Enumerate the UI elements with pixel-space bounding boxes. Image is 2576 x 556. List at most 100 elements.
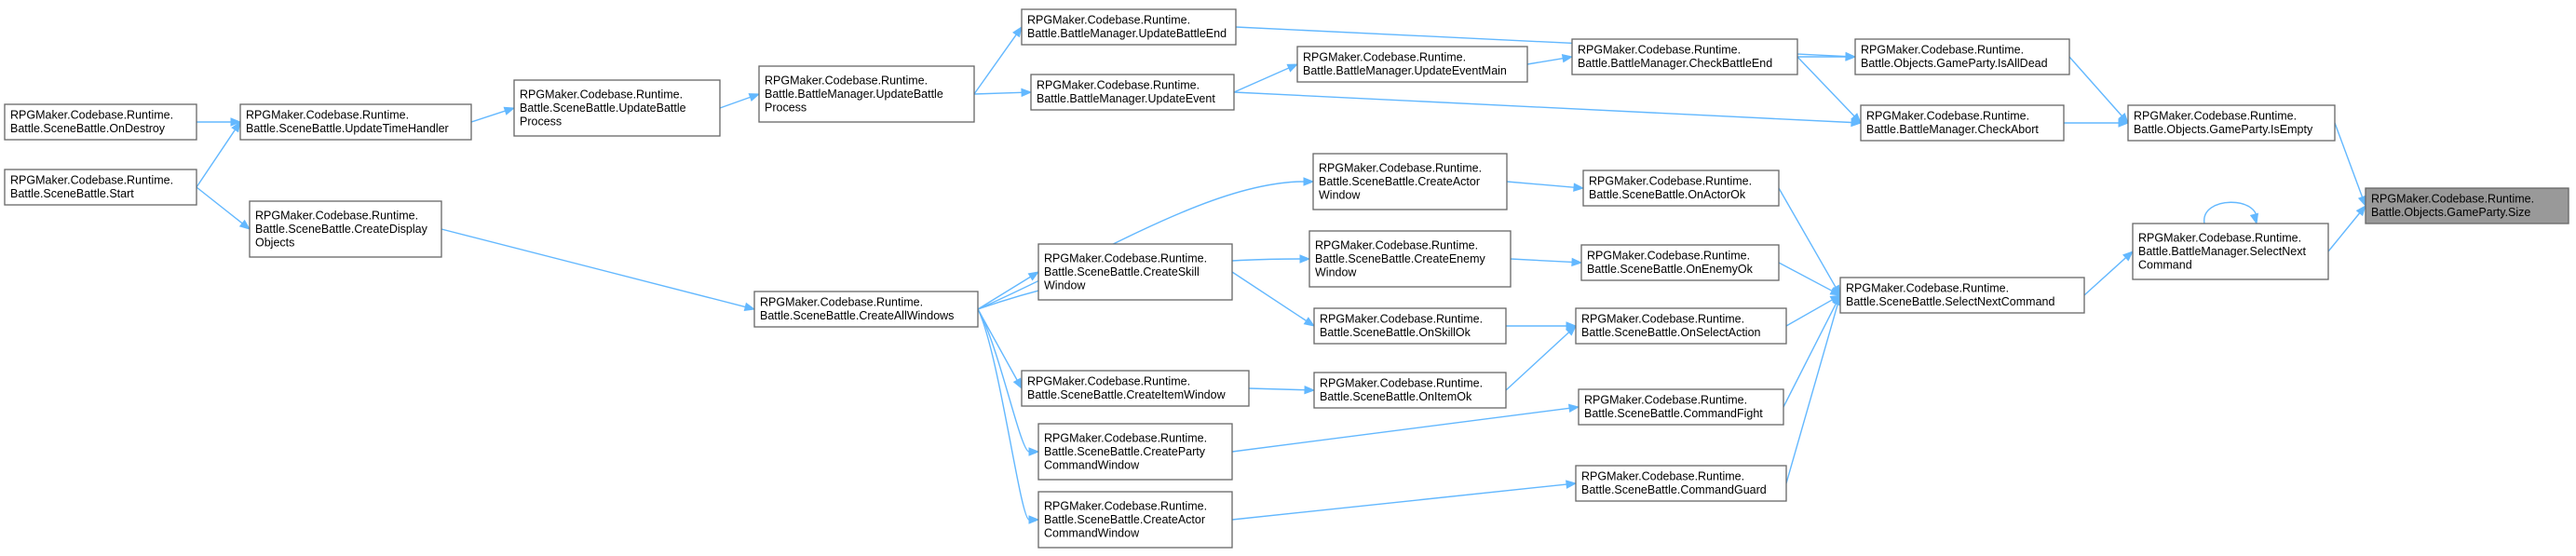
edge-line xyxy=(1231,483,1567,521)
edge-checkbattleend-to-checkabort xyxy=(1796,56,1862,124)
node-box xyxy=(1582,170,1780,207)
node-label-line: Battle.SceneBattle.UpdateBattle xyxy=(520,102,686,115)
node-box xyxy=(1854,38,2070,75)
node-createenemywindow[interactable]: RPGMaker.Codebase.Runtime.Battle.SceneBa… xyxy=(1308,230,1512,288)
node-onskillok[interactable]: RPGMaker.Codebase.Runtime.Battle.SceneBa… xyxy=(1313,307,1507,345)
node-label-line: RPGMaker.Codebase.Runtime. xyxy=(1315,238,1478,251)
edge-arrow xyxy=(1567,403,1580,414)
edge-createallwindows-to-createskillwindow xyxy=(977,271,1040,310)
edge-line xyxy=(1778,262,1833,292)
node-updateeventmain[interactable]: RPGMaker.Codebase.Runtime.Battle.BattleM… xyxy=(1296,46,1528,83)
node-box xyxy=(753,291,979,328)
node-label-line: Battle.BattleManager.UpdateEventMain xyxy=(1303,64,1507,77)
edge-createactorwindow-to-onactorok xyxy=(1506,181,1585,192)
node-label-line: RPGMaker.Codebase.Runtime. xyxy=(1584,394,1747,407)
node-box xyxy=(1021,8,1237,46)
edge-line xyxy=(977,308,1030,521)
node-isalldead[interactable]: RPGMaker.Codebase.Runtime.Battle.Objects… xyxy=(1854,38,2070,75)
node-updateevent[interactable]: RPGMaker.Codebase.Runtime.Battle.BattleM… xyxy=(1030,74,1235,111)
node-label-line: Battle.SceneBattle.SelectNextCommand xyxy=(1846,295,2054,308)
node-checkabort[interactable]: RPGMaker.Codebase.Runtime.Battle.BattleM… xyxy=(1860,104,2065,142)
node-box xyxy=(249,200,442,258)
node-createpartycommandwindow[interactable]: RPGMaker.Codebase.Runtime.Battle.SceneBa… xyxy=(1037,423,1233,481)
edge-arrow xyxy=(2357,195,2366,208)
node-box xyxy=(1313,307,1507,345)
node-label-line: RPGMaker.Codebase.Runtime. xyxy=(1027,14,1190,27)
edge-arrow xyxy=(238,219,251,230)
edge-line xyxy=(1505,332,1570,391)
node-createitemwindow[interactable]: RPGMaker.Codebase.Runtime.Battle.SceneBa… xyxy=(1021,370,1250,407)
node-label-line: Battle.BattleManager.SelectNext xyxy=(2138,245,2306,258)
edge-checkabort-to-isempty xyxy=(2064,118,2130,128)
node-onenemyok[interactable]: RPGMaker.Codebase.Runtime.Battle.SceneBa… xyxy=(1580,244,1780,281)
node-label-line: Battle.Objects.GameParty.IsEmpty xyxy=(2134,123,2313,136)
node-selectnext-bm[interactable]: RPGMaker.Codebase.Runtime.Battle.BattleM… xyxy=(2132,223,2329,280)
node-ondestroy[interactable]: RPGMaker.Codebase.Runtime.Battle.SceneBa… xyxy=(4,103,197,141)
edge-createpartycommandwindow-to-commandfight xyxy=(1231,403,1580,453)
node-label-line: Battle.SceneBattle.CommandGuard xyxy=(1581,483,1767,496)
node-updatetimehandler[interactable]: RPGMaker.Codebase.Runtime.Battle.SceneBa… xyxy=(239,103,472,141)
edge-arrow xyxy=(1012,377,1023,390)
edge-arrow xyxy=(743,302,756,311)
edge-arrow xyxy=(1303,317,1316,327)
node-label-line: Battle.SceneBattle.UpdateTimeHandler xyxy=(246,122,449,135)
node-onitemok[interactable]: RPGMaker.Codebase.Runtime.Battle.SceneBa… xyxy=(1313,372,1507,409)
node-label-line: Battle.SceneBattle.OnActorOk xyxy=(1589,188,1746,201)
edge-commandguard-to-selectnext_sb xyxy=(1785,293,1842,484)
edge-line xyxy=(973,91,1023,95)
node-createactorwindow[interactable]: RPGMaker.Codebase.Runtime.Battle.SceneBa… xyxy=(1312,153,1508,210)
edge-createdisplayobjects-to-createallwindows xyxy=(441,228,756,311)
node-box xyxy=(4,103,197,141)
node-selectnext-sb[interactable]: RPGMaker.Codebase.Runtime.Battle.SceneBa… xyxy=(1839,277,2085,314)
node-size[interactable]: RPGMaker.Codebase.Runtime.Battle.Objects… xyxy=(2365,187,2569,224)
node-createdisplayobjects[interactable]: RPGMaker.Codebase.Runtime.Battle.SceneBa… xyxy=(249,200,442,258)
node-box xyxy=(1313,372,1507,409)
node-updatebattleend[interactable]: RPGMaker.Codebase.Runtime.Battle.BattleM… xyxy=(1021,8,1237,46)
node-box xyxy=(1308,230,1512,288)
node-label-line: RPGMaker.Codebase.Runtime. xyxy=(1866,110,2029,123)
edge-onenemyok-to-selectnext_sb xyxy=(1778,262,1842,296)
node-box xyxy=(1578,388,1784,426)
node-label-line: Window xyxy=(1044,278,1086,292)
edge-line xyxy=(1248,387,1306,391)
edge-onitemok-to-onselectaction xyxy=(1505,325,1577,391)
edge-line xyxy=(1506,181,1575,188)
node-createallwindows[interactable]: RPGMaker.Codebase.Runtime.Battle.SceneBa… xyxy=(753,291,979,328)
node-label-line: Battle.SceneBattle.CreateAllWindows xyxy=(760,309,954,322)
node-box xyxy=(1296,46,1528,83)
node-label-line: Battle.BattleManager.UpdateBattle xyxy=(765,88,943,101)
node-commandfight[interactable]: RPGMaker.Codebase.Runtime.Battle.SceneBa… xyxy=(1578,388,1784,426)
node-onselectaction[interactable]: RPGMaker.Codebase.Runtime.Battle.SceneBa… xyxy=(1575,307,1787,345)
edge-arrow xyxy=(1027,271,1040,281)
node-label-line: Battle.SceneBattle.CreateActor xyxy=(1319,175,1480,188)
edge-arrow xyxy=(1299,254,1311,264)
node-checkbattleend[interactable]: RPGMaker.Codebase.Runtime.Battle.BattleM… xyxy=(1571,38,1798,75)
node-isempty[interactable]: RPGMaker.Codebase.Runtime.Battle.Objects… xyxy=(2127,104,2336,142)
node-label-line: CommandWindow xyxy=(1044,526,1140,539)
edge-line xyxy=(1233,91,1852,124)
node-createskillwindow[interactable]: RPGMaker.Codebase.Runtime.Battle.SceneBa… xyxy=(1037,243,1233,301)
edge-arrow xyxy=(1845,52,1857,61)
edge-arrow xyxy=(2355,204,2366,217)
edge-start-to-updatetimehandler xyxy=(196,120,241,188)
node-sb-updatebattleprocess[interactable]: RPGMaker.Codebase.Runtime.Battle.SceneBa… xyxy=(513,79,721,137)
node-label-line: RPGMaker.Codebase.Runtime. xyxy=(1587,250,1750,263)
node-createactorcommandwindow[interactable]: RPGMaker.Codebase.Runtime.Battle.SceneBa… xyxy=(1037,491,1233,549)
node-bm-updatebattleprocess[interactable]: RPGMaker.Codebase.Runtime.Battle.BattleM… xyxy=(758,65,975,123)
node-box xyxy=(1030,74,1235,111)
node-start[interactable]: RPGMaker.Codebase.Runtime.Battle.SceneBa… xyxy=(4,169,197,206)
node-label-line: Objects xyxy=(255,236,294,249)
edge-line xyxy=(2203,201,2257,224)
node-commandguard[interactable]: RPGMaker.Codebase.Runtime.Battle.SceneBa… xyxy=(1575,465,1787,502)
edge-line xyxy=(2334,122,2364,197)
edge-createskillwindow-to-onskillok xyxy=(1231,271,1316,327)
node-label-line: RPGMaker.Codebase.Runtime. xyxy=(1044,251,1207,264)
edge-line xyxy=(719,96,751,109)
node-label-line: RPGMaker.Codebase.Runtime. xyxy=(765,74,928,87)
node-label-line: Battle.SceneBattle.CreateActor xyxy=(1044,513,1205,526)
edge-arrow xyxy=(2249,212,2259,225)
node-label-line: RPGMaker.Codebase.Runtime. xyxy=(520,88,683,101)
node-onactorok[interactable]: RPGMaker.Codebase.Runtime.Battle.SceneBa… xyxy=(1582,170,1780,207)
node-label-line: RPGMaker.Codebase.Runtime. xyxy=(246,109,409,122)
node-label-line: RPGMaker.Codebase.Runtime. xyxy=(2371,193,2534,206)
